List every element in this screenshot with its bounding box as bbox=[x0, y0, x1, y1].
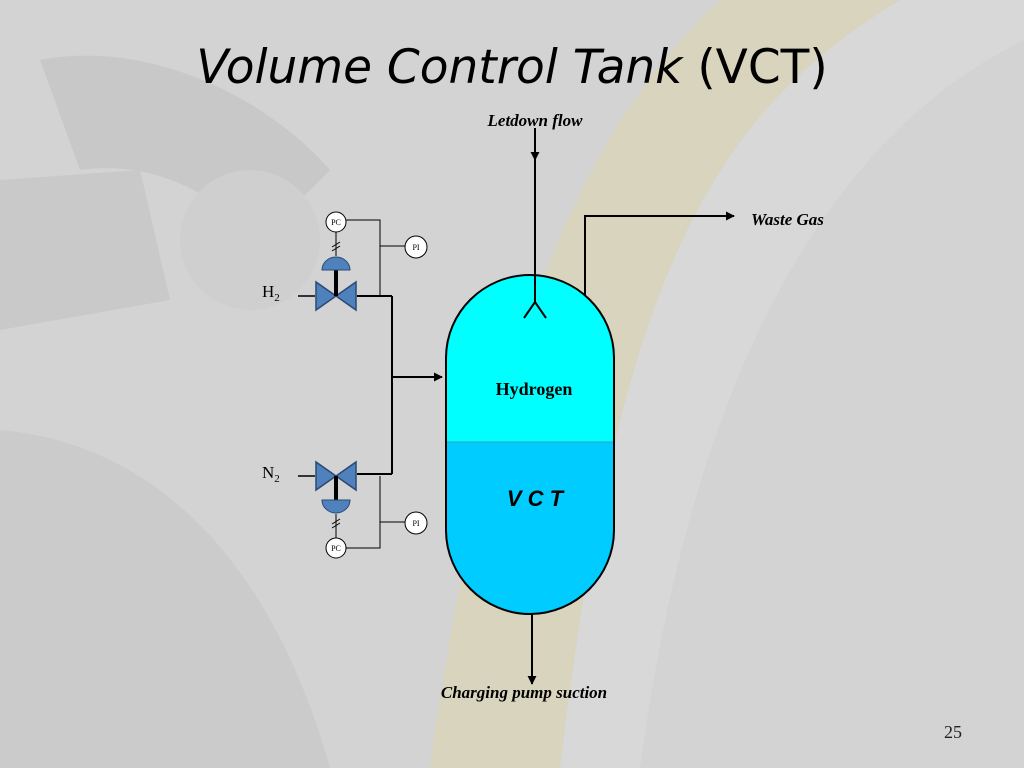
title-italic: Volume Control Tank bbox=[196, 40, 683, 95]
h2-pressure-indicator: PI bbox=[346, 219, 428, 296]
hydrogen-label: Hydrogen bbox=[496, 379, 573, 399]
n2-label-base: N bbox=[262, 463, 274, 482]
n2-pressure-indicator: PI bbox=[346, 476, 428, 549]
n2-control-valve[interactable] bbox=[315, 460, 357, 538]
vct-liquid-label: V C T bbox=[507, 486, 565, 511]
n2-label: N2 bbox=[262, 463, 280, 485]
slide-title: Volume Control Tank (VCT) bbox=[0, 38, 1024, 98]
h2-label: H2 bbox=[262, 282, 280, 304]
h2-pi-label: PI bbox=[412, 243, 419, 252]
tank-outline bbox=[445, 273, 615, 616]
tank-liquid-space bbox=[446, 442, 614, 614]
waste-gas-label: Waste Gas bbox=[751, 210, 824, 229]
n2-pi-label: PI bbox=[412, 519, 419, 528]
h2-label-base: H bbox=[262, 282, 274, 301]
letdown-line bbox=[523, 128, 547, 319]
title-plain: (VCT) bbox=[697, 40, 828, 95]
letdown-flow-label: Letdown flow bbox=[487, 111, 584, 130]
h2-pc-label: PC bbox=[331, 218, 341, 227]
n2-label-sub: 2 bbox=[274, 473, 280, 485]
tank-vapor-space bbox=[446, 275, 614, 442]
vct-tank bbox=[445, 273, 615, 616]
h2-pressure-controller: PC bbox=[325, 211, 347, 233]
h2-valve-actuator bbox=[321, 256, 351, 271]
waste-gas-line bbox=[584, 211, 735, 296]
h2-label-sub: 2 bbox=[274, 292, 280, 304]
gas-supply-manifold bbox=[298, 295, 443, 477]
charging-pump-label: Charging pump suction bbox=[441, 683, 607, 702]
n2-pressure-controller: PC bbox=[325, 537, 347, 559]
n2-valve-actuator bbox=[321, 499, 351, 514]
n2-pc-label: PC bbox=[331, 544, 341, 553]
spray-nozzle-icon bbox=[523, 300, 547, 319]
h2-control-valve[interactable] bbox=[315, 232, 357, 312]
page-number: 25 bbox=[944, 722, 962, 742]
